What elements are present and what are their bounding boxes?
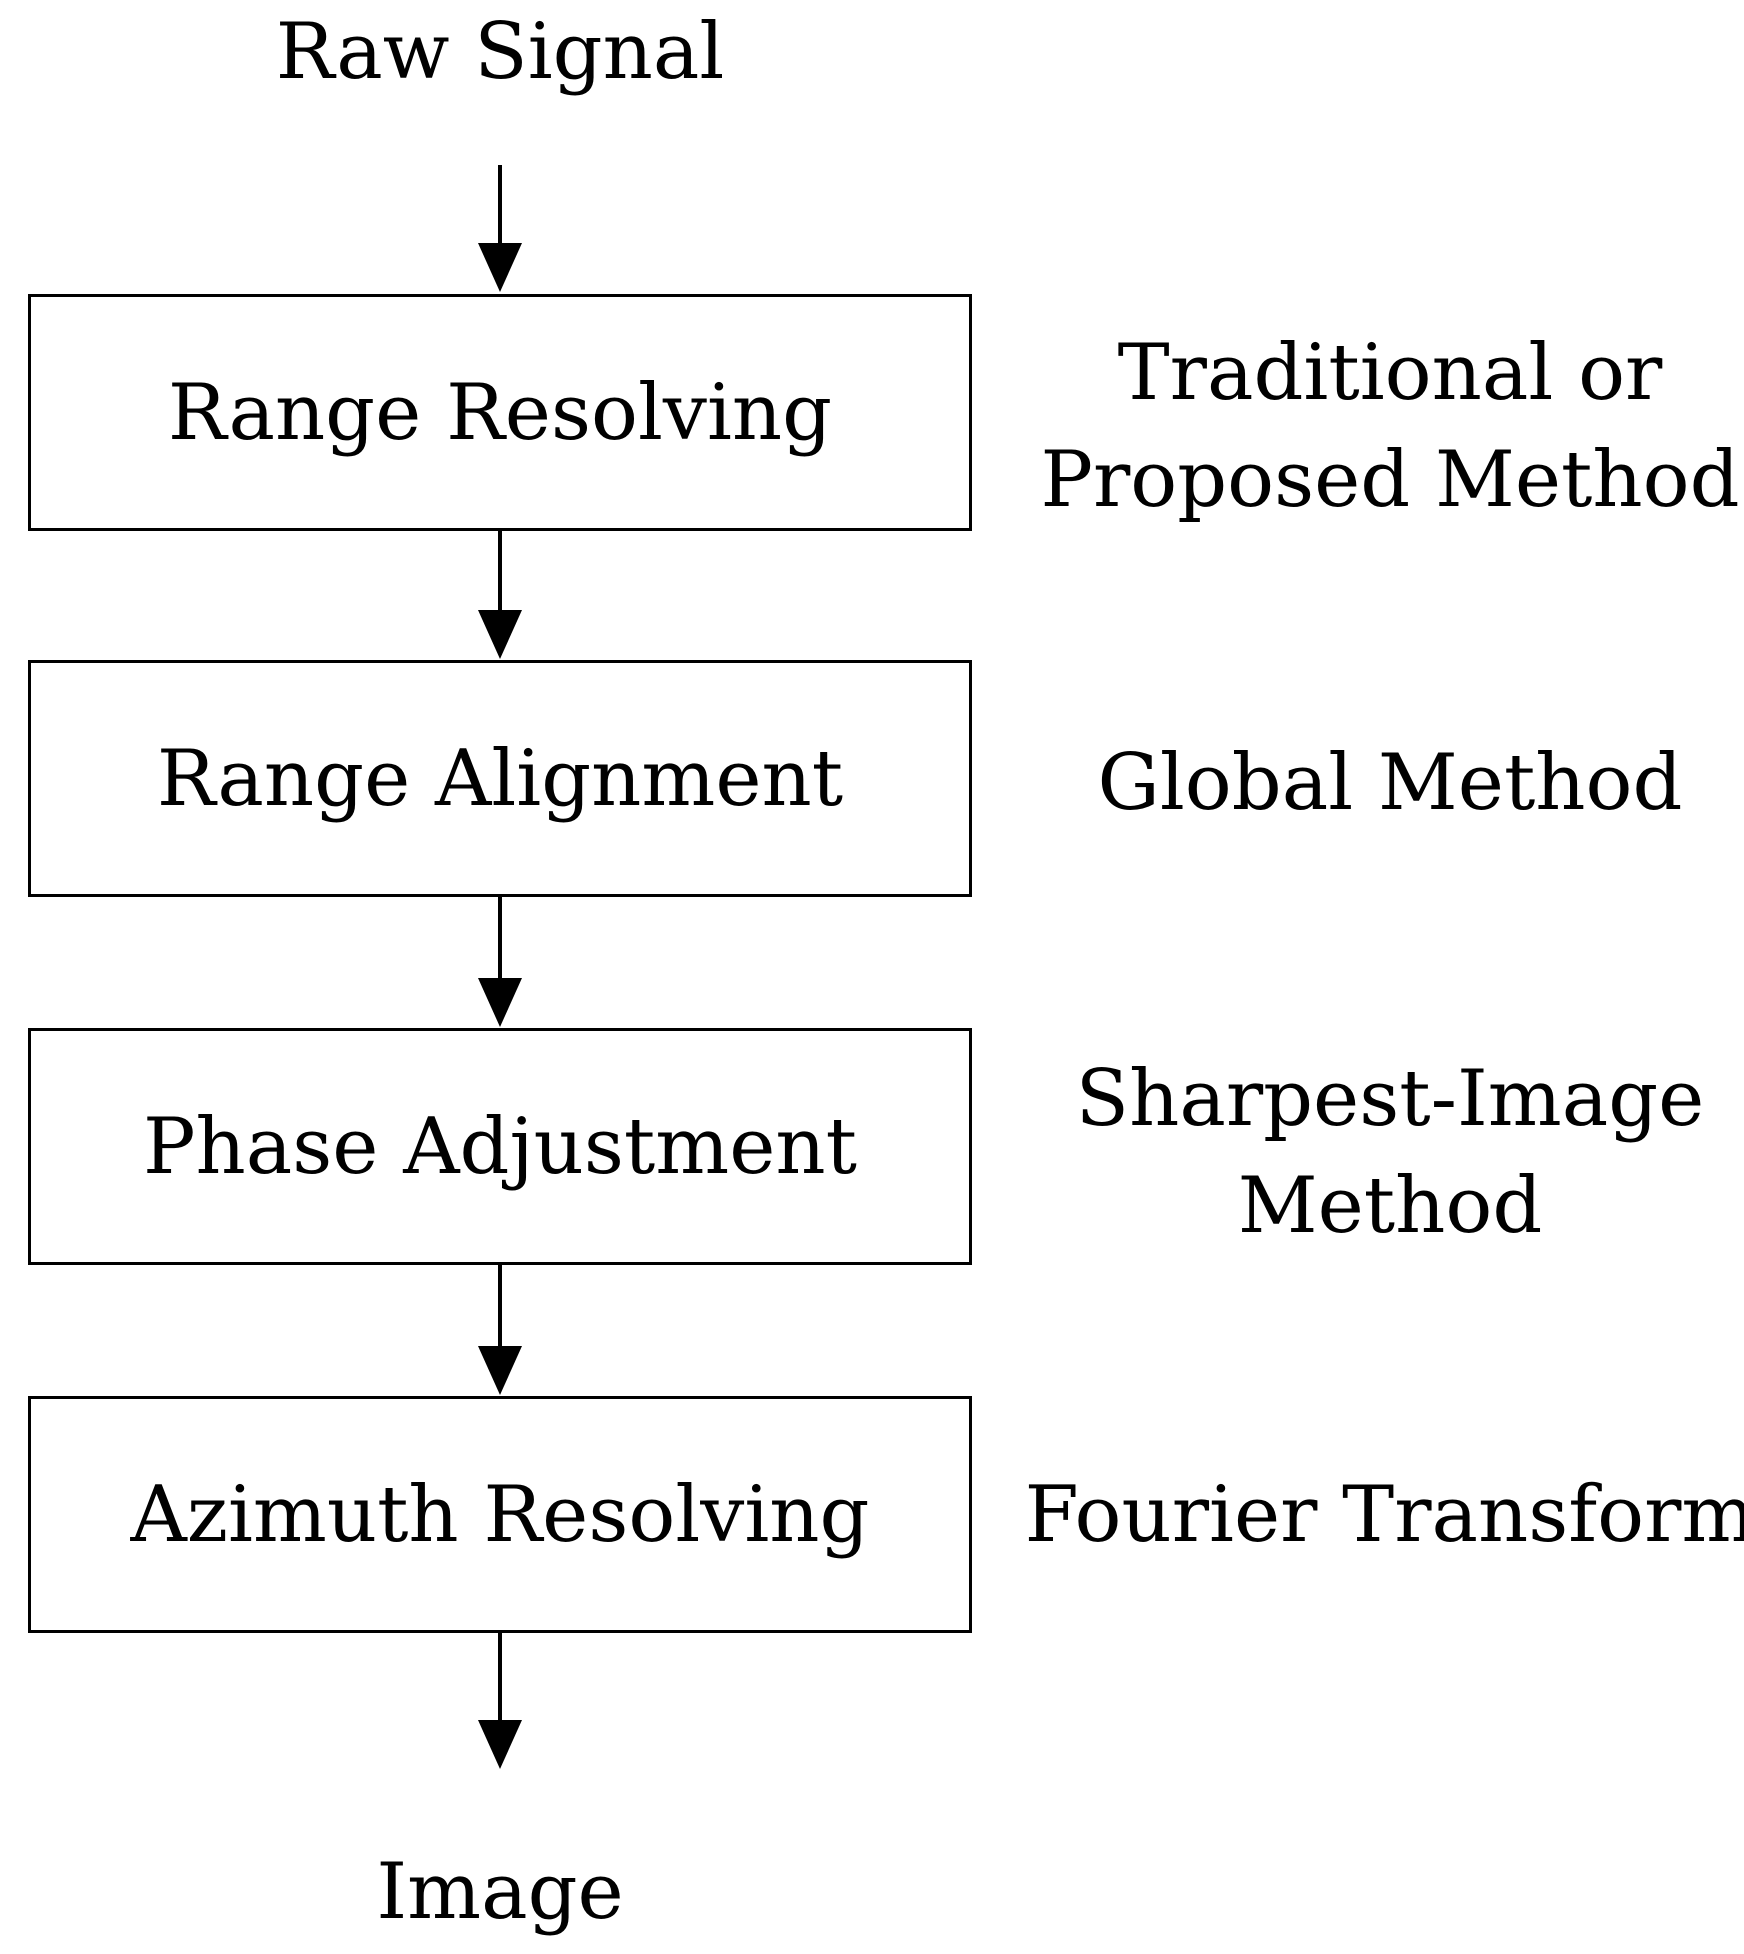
- method-label-range-alignment: Global Method: [1097, 738, 1683, 828]
- step-box-range-resolving: Range Resolving: [28, 294, 972, 531]
- method-label-range-resolving: Traditional or Proposed Method: [1040, 328, 1740, 525]
- method-label-azimuth-resolving: Fourier Transform: [1024, 1470, 1744, 1560]
- method-label-phase-adjustment: Sharpest-Image Method: [1075, 1054, 1705, 1251]
- step-box-range-alignment: Range Alignment: [28, 660, 972, 897]
- arrow-range-alignment-to-phase-adjustment: [478, 896, 522, 1027]
- step-box-phase-adjustment: Phase Adjustment: [28, 1028, 972, 1265]
- arrow-range-resolving-to-range-alignment: [478, 531, 522, 659]
- output-label: Image: [376, 1847, 624, 1937]
- input-label: Raw Signal: [275, 7, 725, 97]
- step-box-azimuth-resolving: Azimuth Resolving: [28, 1396, 972, 1633]
- arrow-phase-adjustment-to-azimuth-resolving: [478, 1264, 522, 1395]
- arrow-azimuth-resolving-to-image: [478, 1632, 522, 1769]
- arrow-raw-to-range-resolving: [478, 165, 522, 292]
